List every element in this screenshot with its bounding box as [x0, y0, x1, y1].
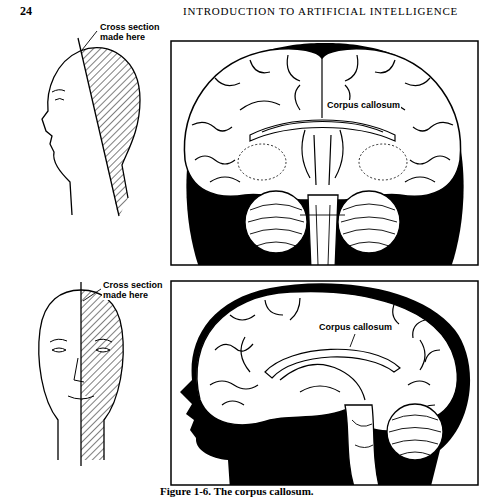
head-front	[39, 282, 123, 466]
page-number: 24	[20, 4, 32, 19]
structure-label: Corpus callosum	[326, 100, 401, 110]
running-head: INTRODUCTION TO ARTIFICIAL INTELLIGENCE	[183, 5, 458, 17]
cut-label: Cross section made here	[102, 280, 168, 300]
sagittal-section	[180, 283, 470, 485]
coronal-section	[184, 43, 463, 265]
cut-label: Cross section made here	[99, 22, 165, 42]
structure-label: Corpus callosum	[318, 322, 393, 332]
figure-caption: Figure 1-6. The corpus callosum.	[160, 485, 314, 497]
head-profile	[42, 31, 140, 216]
